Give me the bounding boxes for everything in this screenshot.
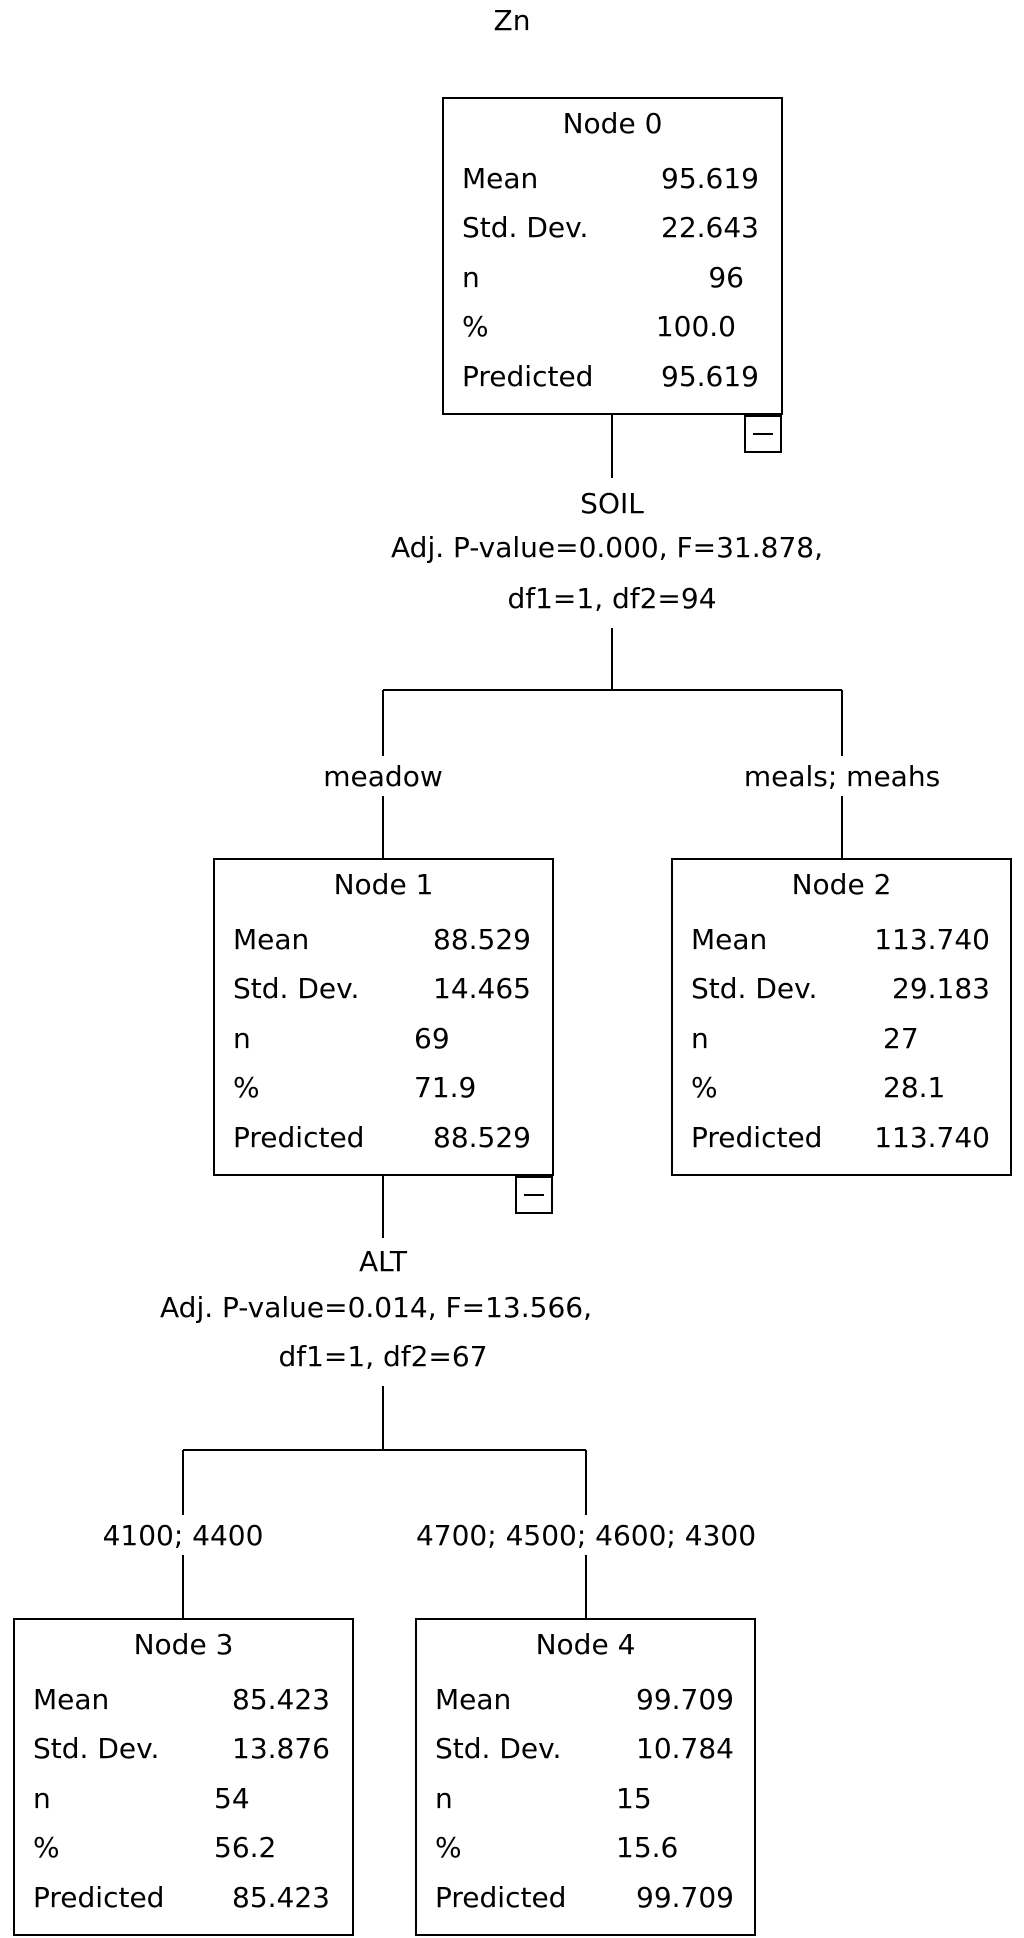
stat-label-predicted: Predicted <box>233 1121 365 1154</box>
stat-value-predicted: 113.740 <box>874 1121 990 1154</box>
stat-value-mean: 95.619 <box>661 162 759 195</box>
split-stats-line2-alt: df1=1, df2=67 <box>278 1340 488 1373</box>
stat-label-n: n <box>435 1782 453 1815</box>
stat-label-percent: % <box>462 310 489 343</box>
stat-label-mean: Mean <box>462 162 539 195</box>
stat-label-mean: Mean <box>233 923 310 956</box>
stat-label-std-dev: Std. Dev. <box>33 1732 160 1765</box>
stat-value-std-dev: 10.784 <box>636 1732 734 1765</box>
stat-value-std-dev: 29.183 <box>892 972 990 1005</box>
stat-value-percent: 28.1 <box>883 1071 946 1104</box>
stat-value-mean: 99.709 <box>636 1683 734 1716</box>
stat-label-n: n <box>33 1782 51 1815</box>
stat-value-n: 96 <box>708 261 744 294</box>
branch-label-meals-meahs: meals; meahs <box>743 760 941 793</box>
stat-label-percent: % <box>435 1831 462 1864</box>
stat-label-std-dev: Std. Dev. <box>462 211 589 244</box>
stat-value-predicted: 88.529 <box>433 1121 531 1154</box>
node-4[interactable]: Node 4 Mean 99.709 Std. Dev. 10.784 n 15… <box>415 1618 756 1936</box>
stat-value-percent: 71.9 <box>414 1071 477 1104</box>
stat-label-mean: Mean <box>691 923 768 956</box>
node-title: Node 3 <box>133 1628 234 1661</box>
node-2[interactable]: Node 2 Mean 113.740 Std. Dev. 29.183 n 2… <box>671 858 1012 1176</box>
stat-label-std-dev: Std. Dev. <box>691 972 818 1005</box>
stat-value-predicted: 85.423 <box>232 1881 330 1914</box>
stat-value-mean: 85.423 <box>232 1683 330 1716</box>
stat-value-predicted: 99.709 <box>636 1881 734 1914</box>
branch-label-4700-4500-4600-4300: 4700; 4500; 4600; 4300 <box>415 1519 757 1552</box>
stat-label-predicted: Predicted <box>691 1121 823 1154</box>
stat-value-mean: 113.740 <box>874 923 990 956</box>
stat-value-std-dev: 13.876 <box>232 1732 330 1765</box>
node-3[interactable]: Node 3 Mean 85.423 Std. Dev. 13.876 n 54… <box>13 1618 354 1936</box>
stat-value-percent: 56.2 <box>214 1831 277 1864</box>
stat-label-percent: % <box>233 1071 260 1104</box>
tree-title: Zn <box>493 4 531 37</box>
stat-value-predicted: 95.619 <box>661 360 759 393</box>
branch-label-meadow: meadow <box>323 760 443 793</box>
stat-value-std-dev: 14.465 <box>433 972 531 1005</box>
stat-value-n: 69 <box>414 1022 450 1055</box>
stat-label-n: n <box>462 261 480 294</box>
stat-value-percent: 15.6 <box>616 1831 679 1864</box>
stat-value-mean: 88.529 <box>433 923 531 956</box>
node-title: Node 2 <box>791 868 892 901</box>
stat-label-n: n <box>691 1022 709 1055</box>
stat-label-mean: Mean <box>33 1683 110 1716</box>
node-0[interactable]: Node 0 Mean 95.619 Std. Dev. 22.643 n 96… <box>442 97 783 415</box>
split-variable-soil: SOIL <box>580 487 644 520</box>
stat-value-n: 54 <box>214 1782 250 1815</box>
node-title: Node 0 <box>562 107 663 140</box>
stat-value-std-dev: 22.643 <box>661 211 759 244</box>
stat-label-std-dev: Std. Dev. <box>435 1732 562 1765</box>
stat-label-percent: % <box>691 1071 718 1104</box>
stat-label-predicted: Predicted <box>33 1881 165 1914</box>
stat-label-predicted: Predicted <box>462 360 594 393</box>
branch-label-4100-4400: 4100; 4400 <box>102 1519 264 1552</box>
split-stats-line2-soil: df1=1, df2=94 <box>507 582 717 615</box>
split-variable-alt: ALT <box>358 1245 408 1278</box>
stat-label-std-dev: Std. Dev. <box>233 972 360 1005</box>
split-stats-line1-alt: Adj. P-value=0.014, F=13.566, <box>160 1291 592 1324</box>
stat-value-n: 15 <box>616 1782 652 1815</box>
node-title: Node 1 <box>333 868 434 901</box>
stat-label-percent: % <box>33 1831 60 1864</box>
stat-value-n: 27 <box>883 1022 919 1055</box>
collapse-node-0-button[interactable] <box>744 415 782 453</box>
stat-label-mean: Mean <box>435 1683 512 1716</box>
stat-label-predicted: Predicted <box>435 1881 567 1914</box>
collapse-node-1-button[interactable] <box>515 1176 553 1214</box>
node-1[interactable]: Node 1 Mean 88.529 Std. Dev. 14.465 n 69… <box>213 858 554 1176</box>
node-title: Node 4 <box>535 1628 636 1661</box>
split-stats-line1-soil: Adj. P-value=0.000, F=31.878, <box>391 531 823 564</box>
stat-value-percent: 100.0 <box>655 310 736 343</box>
stat-label-n: n <box>233 1022 251 1055</box>
